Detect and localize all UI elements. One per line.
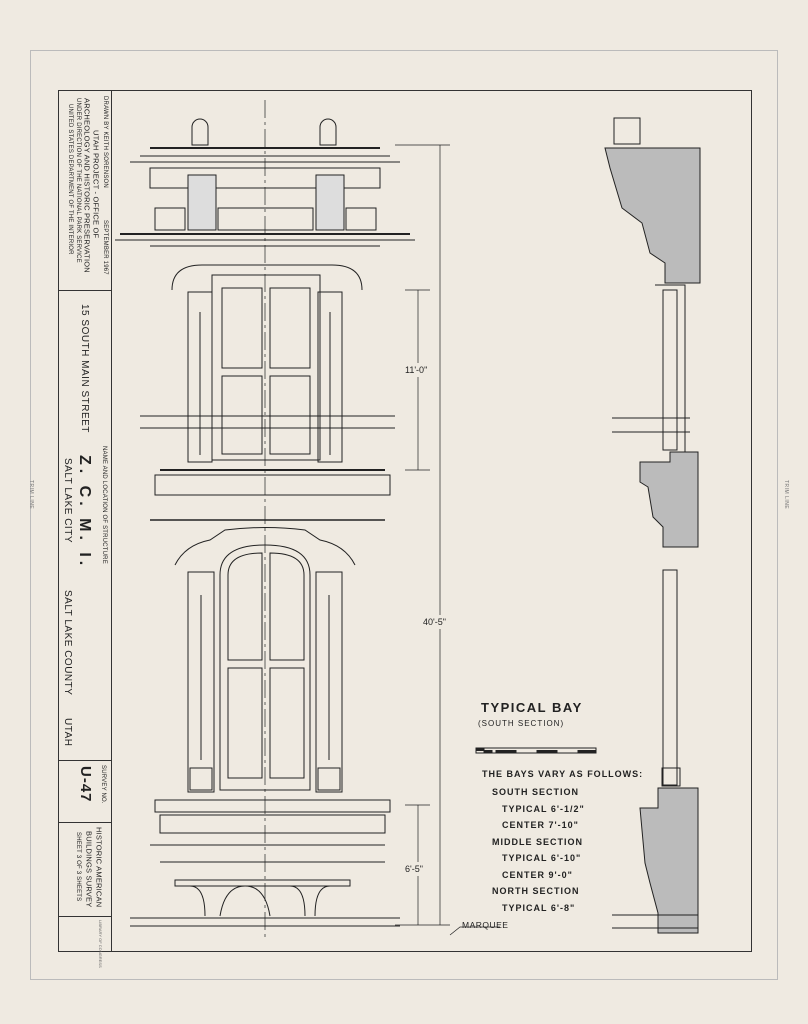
left-trim-line-label: TRIM LINE [28,480,34,510]
library-note: LIBRARY OF CONGRESS [98,920,103,968]
drawing-date: SEPTEMBER 1967 [102,220,108,275]
title-block: DRAWN BY KEITH SORENSON SEPTEMBER 1967 U… [58,90,112,968]
title-block-divider [58,822,112,823]
project-line-2: ARCHEOLOGY AND HISTORIC PRESERVATION [82,98,92,273]
project-line-3: UNDER DIRECTION OF THE NATIONAL PARK SER… [75,98,81,263]
survey-number: U-47 [77,766,94,803]
bay-row: TYPICAL 6'-8" [502,902,576,913]
legend-title: TYPICAL BAY [481,700,583,715]
bay-row: NORTH SECTION [492,886,580,896]
sheet-outer-edge [30,50,778,980]
wall-section [604,117,701,934]
survey-no-label: SURVEY NO. [100,765,106,804]
title-block-divider [58,760,112,761]
bay-variations-intro: THE BAYS VARY AS FOLLOWS: [482,769,644,779]
bay-row: TYPICAL 6'-1/2" [502,803,585,814]
county: SALT LAKE COUNTY [62,590,73,696]
cornice [115,118,415,247]
project-line-1: UTAH PROJECT - OFFICE OF [91,130,101,239]
state: UTAH [62,718,73,747]
drawing-border [58,90,752,952]
bay-row: TYPICAL 6'-10" [502,853,582,863]
lower-window [150,527,391,863]
agency-line-1: HISTORIC AMERICAN [94,827,104,908]
bay-row: SOUTH SECTION [492,787,580,797]
street-address: 15 SOUTH MAIN STREET [79,304,90,433]
scale-bar [475,747,597,754]
bay-variations-list: SOUTH SECTION TYPICAL 6'-1/2" CENTER 7'-… [482,784,585,916]
marquee [130,879,400,927]
bay-row: CENTER 7'-10" [502,820,579,830]
name-location-label: NAME AND LOCATION OF STRUCTURE [101,446,107,564]
upper-window [140,264,395,521]
agency-line-2: BUILDINGS SURVEY [84,831,94,908]
title-block-divider [58,290,112,291]
project-line-4: UNITED STATES DEPARTMENT OF THE INTERIOR [67,104,73,255]
structure-name: Z. C. M. I. [76,455,93,570]
window-height-dimension: 11'-0" [405,363,428,377]
bay-row: MIDDLE SECTION [492,836,584,847]
drawn-by: DRAWN BY KEITH SORENSON [102,96,108,188]
right-trim-line-label: TRIM LINE [783,480,789,510]
city: SALT LAKE CITY [62,458,73,543]
legend-subtitle: (SOUTH SECTION) [478,719,565,728]
total-height-dimension: 40'-5" [423,615,446,629]
marquee-label: MARQUEE [462,920,509,930]
title-block-divider [58,916,112,917]
base-height-dimension: 6'-5" [405,862,423,876]
bay-row: CENTER 9'-0" [502,869,573,880]
sheet-number: SHEET 3 OF 3 SHEETS [75,832,81,902]
